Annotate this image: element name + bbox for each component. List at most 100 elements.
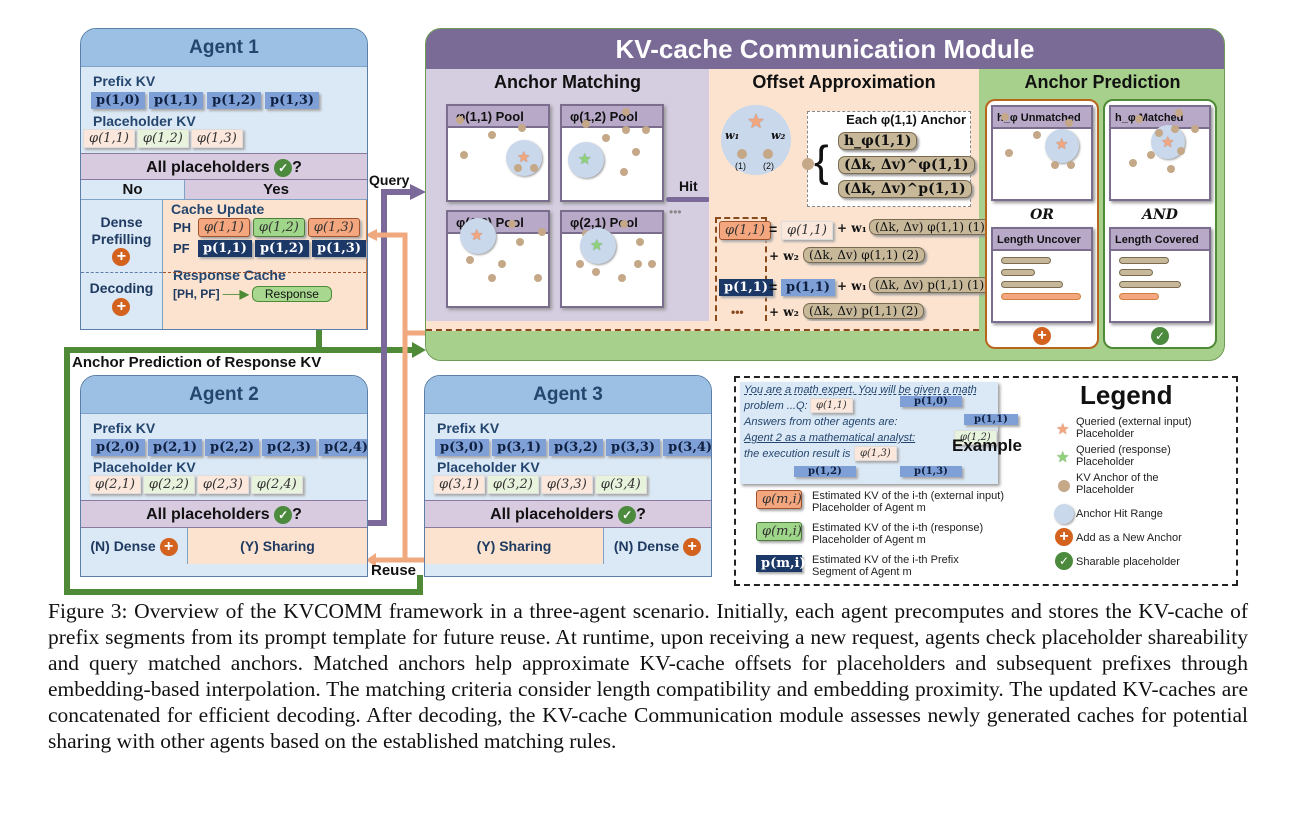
eq2-w2: + w₂ bbox=[769, 305, 799, 319]
anchor-dot-icon bbox=[1058, 480, 1070, 492]
prefix-kv-label: Prefix KV bbox=[93, 420, 156, 436]
orange-star-icon: ★ bbox=[1161, 134, 1175, 151]
legend-text: Queried (response) bbox=[1076, 444, 1171, 456]
example-prefix-chip: p(1,1) bbox=[964, 414, 1018, 425]
legend-item: ✓Sharable placeholder bbox=[1054, 550, 1234, 574]
more-pools-ellipsis: ••• bbox=[669, 205, 682, 219]
example-line-1: You are a math expert. You will be given… bbox=[744, 384, 977, 396]
equals: = bbox=[769, 279, 778, 295]
placeholder-chip: φ(3,2) bbox=[486, 475, 539, 494]
hit-range bbox=[1045, 129, 1079, 163]
connector-arrows bbox=[64, 184, 439, 595]
anchor-matching-title: Anchor Matching bbox=[494, 72, 641, 92]
dense-prefilling-label: Dense Prefilling bbox=[91, 214, 152, 247]
response-chip: Response bbox=[251, 286, 332, 302]
eq1-term1: (Δk, Δv) φ(1,1) (1) bbox=[869, 219, 991, 235]
plus-icon: + bbox=[1055, 528, 1073, 546]
orange-reuse-line bbox=[375, 232, 408, 560]
prefix-chip: p(2,0) bbox=[91, 439, 146, 456]
all-placeholders-check: All placeholders ✓? bbox=[425, 500, 711, 528]
updated-prefix-chip: p(1,1) bbox=[197, 240, 252, 257]
hit-range-circle: ★ w₁ w₂ (1) (2) bbox=[721, 105, 791, 175]
orange-star-icon: ★ bbox=[1055, 136, 1069, 153]
agent-1-title: Agent 1 bbox=[81, 29, 367, 67]
updated-prefix-chip: p(1,3) bbox=[311, 240, 366, 257]
key-text: Estimated KV of the i-th (response) bbox=[812, 522, 984, 534]
example-placeholder-chip: φ(1,3) bbox=[854, 446, 897, 461]
agent-3-prefix-chips: p(3,0) p(3,1) p(3,2) p(3,3) p(3,4) bbox=[425, 439, 711, 456]
eq2-lhs: p(1,1) bbox=[719, 279, 774, 296]
anchor-dot-icon bbox=[802, 158, 814, 170]
w2-label: w₂ bbox=[771, 129, 786, 142]
example-line-2: problem ...Q: bbox=[744, 400, 808, 412]
placeholder-kv-label: Placeholder KV bbox=[93, 459, 196, 475]
legend-text: Add as a New Anchor bbox=[1076, 532, 1182, 544]
reuse-arrowhead-left bbox=[365, 229, 377, 241]
length-covered-box: Length Covered bbox=[1109, 227, 1211, 323]
key-external-placeholder: φ(m,i) Estimated KV of the i-th (externa… bbox=[756, 490, 1004, 514]
w1-label: w₁ bbox=[725, 129, 740, 142]
query-label: Query bbox=[369, 172, 410, 188]
anchor-embedding: h_φ(1,1) bbox=[838, 132, 918, 150]
updated-prefix-chip: p(1,2) bbox=[254, 240, 309, 257]
pf-label: PF bbox=[172, 241, 190, 256]
no-branch: Dense Prefilling + Decoding + bbox=[81, 200, 163, 329]
dense-branch: (N) Dense + bbox=[81, 528, 188, 564]
prefix-chip: p(2,3) bbox=[262, 439, 317, 456]
yes-branch: Cache Update PH φ(1,1) φ(1,2) φ(1,3) PF … bbox=[162, 200, 367, 329]
example-panel: You are a math expert. You will be given… bbox=[740, 382, 1018, 484]
decoding-label: Decoding bbox=[89, 280, 154, 296]
green-star-icon: ★ bbox=[590, 237, 604, 254]
matched-case: h_φ Matched ★ AND Length Covered ✓ bbox=[1103, 99, 1217, 349]
matched-title: h_φ Matched bbox=[1111, 107, 1209, 129]
prefix-chip: p(1,1) bbox=[149, 92, 204, 109]
legend-text: KV Anchor of the bbox=[1076, 472, 1159, 484]
example-prefix-chip: p(1,3) bbox=[900, 466, 962, 477]
key-chip: p(m,i) bbox=[756, 555, 806, 572]
placeholder-chip: φ(3,3) bbox=[540, 475, 593, 494]
prefix-chip: p(2,1) bbox=[148, 439, 203, 456]
agent-1-prefix-chips: p(1,0) p(1,1) p(1,2) p(1,3) bbox=[81, 92, 367, 109]
orange-star-icon: ★ bbox=[517, 149, 531, 166]
updated-placeholder-chip: φ(1,1) bbox=[197, 218, 250, 237]
key-text: Segment of Agent m bbox=[812, 566, 912, 578]
hit-range bbox=[580, 228, 616, 264]
anchor-2-label: (2) bbox=[763, 161, 774, 171]
more-ellipsis: ••• bbox=[731, 305, 744, 319]
orange-star-icon: ★ bbox=[470, 227, 484, 244]
prefix-kv-label: Prefix KV bbox=[93, 73, 156, 89]
example-prefix-chip: p(1,0) bbox=[900, 396, 962, 407]
example-placeholder-chip: φ(1,2) bbox=[954, 430, 997, 445]
or-label: OR bbox=[1030, 207, 1054, 223]
plus-icon: + bbox=[683, 538, 702, 557]
eq1-base: φ(1,1) bbox=[781, 221, 833, 240]
question-mark: ? bbox=[636, 506, 646, 523]
updated-placeholder-chip: φ(1,2) bbox=[252, 218, 305, 237]
prefix-chip: p(3,2) bbox=[549, 439, 604, 456]
example-line-3: Answers from other agents are: bbox=[744, 416, 898, 428]
check-icon: ✓ bbox=[274, 505, 293, 524]
anchor-prefix-offset: (Δk, Δv)^p(1,1) bbox=[838, 180, 972, 198]
offset-approximation-panel: Offset Approximation ★ w₁ w₂ (1) (2) Eac… bbox=[709, 69, 991, 321]
placeholder-chip: φ(2,1) bbox=[89, 475, 141, 494]
anchor-dot-2 bbox=[763, 149, 773, 159]
agent-2-prefix-chips: p(2,0) p(2,1) p(2,2) p(2,3) p(2,4) bbox=[81, 439, 367, 456]
ph-label: PH bbox=[172, 220, 192, 235]
legend-item: ★Queried (response)Placeholder bbox=[1054, 444, 1234, 472]
offset-approximation-title: Offset Approximation bbox=[752, 72, 936, 92]
placeholder-chip: φ(3,1) bbox=[433, 475, 485, 494]
key-text: Estimated KV of the i-th (external input… bbox=[812, 490, 1004, 502]
plus-icon: + bbox=[112, 298, 131, 317]
all-placeholders-check: All placeholders ✓? bbox=[81, 153, 367, 180]
check-icon: ✓ bbox=[1055, 552, 1073, 570]
figure-caption: Figure 3: Overview of the KVCOMM framewo… bbox=[48, 598, 1248, 754]
pool-phi-1-3: φ(1,3) Pool ★ bbox=[446, 210, 550, 308]
pool-title: φ(2,1) Pool bbox=[562, 212, 662, 234]
placeholder-kv-label: Placeholder KV bbox=[437, 459, 540, 475]
all-placeholders-label: All placeholders bbox=[490, 506, 614, 523]
placeholder-chip: φ(2,2) bbox=[142, 475, 195, 494]
check-icon: ✓ bbox=[274, 158, 293, 177]
eq1-lhs: φ(1,1) bbox=[719, 221, 771, 240]
each-anchor-box: Each φ(1,1) Anchor { h_φ(1,1) (Δk, Δv)^φ… bbox=[802, 111, 975, 207]
